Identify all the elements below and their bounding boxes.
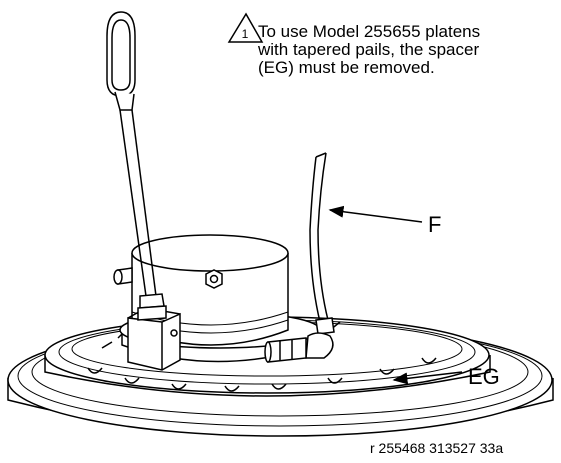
figure-reference: r 255468 313527 33a: [370, 440, 504, 456]
note-line: (EG) must be removed.: [258, 58, 435, 77]
hose-f: [264, 152, 335, 363]
note-warning-triangle-icon: 1: [227, 12, 264, 43]
callout-f-arrow: [328, 205, 423, 223]
lifting-rod: [106, 11, 167, 321]
note-line: To use Model 255655 platens: [258, 22, 481, 41]
callout-label-eg: EG: [468, 364, 500, 389]
callout-eg-arrow: [392, 371, 463, 385]
note-marker-number: 1: [242, 27, 249, 41]
callout-label-f: F: [428, 212, 442, 237]
note-line: with tapered pails, the spacer: [258, 40, 480, 59]
note-text: To use Model 255655 platens with tapered…: [258, 23, 558, 77]
